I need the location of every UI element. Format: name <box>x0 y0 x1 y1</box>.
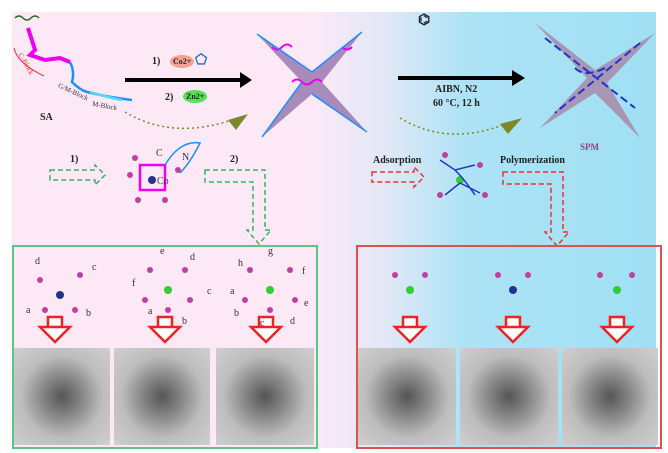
structure3-letter-b: b <box>234 308 239 319</box>
down-arrows <box>36 315 636 344</box>
polymerization-label: Polymerization <box>500 155 565 166</box>
structure3-letter-h: h <box>238 258 243 269</box>
structure2-letter-f: f <box>132 278 136 289</box>
conditions-line1: AIBN, N2 <box>435 84 478 95</box>
green-step2-label: 2) <box>230 154 239 165</box>
structure1-letter-c: c <box>92 262 97 273</box>
co-coordination-cluster <box>127 141 202 203</box>
star-crystal-spm <box>535 23 655 138</box>
tem-image-1 <box>14 348 110 445</box>
star-crystal-zif <box>256 31 368 138</box>
tem-image-2 <box>114 348 210 445</box>
structure2-letter-c: c <box>207 286 212 297</box>
dotted-arrow-2 <box>399 117 511 135</box>
structure2-letter-e: e <box>160 246 165 257</box>
nitrogen-label: N <box>182 152 190 163</box>
structure1-letter-a: a <box>26 305 31 316</box>
dashed-arrow-polymerization <box>502 171 571 248</box>
sa-label: SA <box>40 112 53 123</box>
adsorption-label: Adsorption <box>373 155 422 166</box>
spm-label: SPM <box>580 142 599 152</box>
dashed-arrow-step2 <box>204 169 273 246</box>
structure3-letter-a: a <box>230 286 235 297</box>
tem-image-6 <box>562 348 658 445</box>
monomer-structure-icon: ⌬ <box>418 13 431 28</box>
c-block-ring <box>26 27 71 64</box>
structure2-letter-a: a <box>148 306 153 317</box>
structure1-letter-b: b <box>86 308 91 319</box>
c-block-brace <box>13 47 45 77</box>
dashed-arrow-adsorption <box>371 165 426 189</box>
zif-structures <box>37 267 635 313</box>
m-block-chain <box>89 90 123 102</box>
structure3-letter-g: g <box>268 246 273 257</box>
structure3-letter-e: e <box>304 298 309 309</box>
red-frame-spm-series <box>356 245 662 449</box>
green-frame-zif-series <box>12 245 318 449</box>
structure1-letter-d: d <box>35 256 40 267</box>
tem-image-3 <box>216 348 314 445</box>
dashed-arrow-step1 <box>49 163 107 187</box>
zn-ion-badge: Zn2+ <box>183 90 208 103</box>
carbon-label: C <box>156 148 163 159</box>
tem-image-5 <box>460 348 558 445</box>
structure3-letter-c: c <box>260 318 265 329</box>
tem-image-4 <box>358 348 456 445</box>
structure2-letter-d: d <box>190 252 195 263</box>
cobalt-label: Co <box>157 176 169 187</box>
structure3-letter-d: d <box>290 316 295 327</box>
structure3-letter-f: f <box>302 266 306 277</box>
conditions-line2: 60 °C, 12 h <box>433 98 480 109</box>
green-step1-label: 1) <box>70 154 79 165</box>
dotted-arrow-1 <box>124 111 241 130</box>
polymer-chain-tail <box>14 15 40 21</box>
step2-label: 2) <box>165 92 174 103</box>
co-ion-badge: Co2+ <box>170 55 195 68</box>
adsorbed-cluster <box>437 152 488 198</box>
structure2-letter-b: b <box>182 316 187 327</box>
methylimidazole-icon: ⬠ <box>195 53 208 68</box>
step1-label: 1) <box>152 56 161 67</box>
